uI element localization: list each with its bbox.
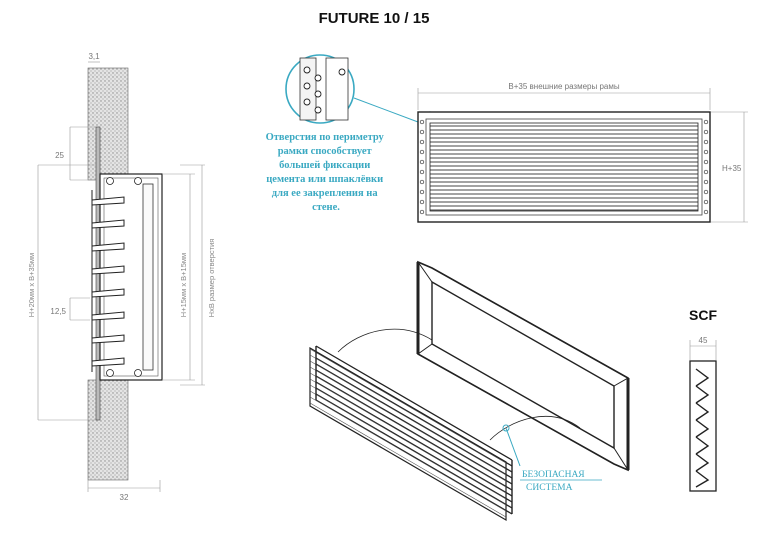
- scf-title: SCF: [689, 307, 717, 323]
- perimeter-holes-callout: Отверстия по периметру рамки способствуе…: [266, 54, 443, 213]
- drawing-title: FUTURE 10 / 15: [319, 10, 430, 27]
- blade-profiles: [91, 196, 125, 367]
- section-view: 3,1 25 12,5 32 H+20мм x B+35мм H+15мм x …: [27, 52, 216, 502]
- dim-upper: 25: [55, 151, 64, 160]
- scf-width-label: 45: [699, 336, 708, 345]
- callout-note: Отверстия по периметру рамки способствуе…: [266, 132, 387, 213]
- front-view: B+35 внешние размеры рамы H+35: [417, 82, 748, 223]
- front-width-label: B+35 внешние размеры рамы: [508, 82, 619, 91]
- safety-system-label: БЕЗОПАСНАЯ СИСТЕМА: [522, 470, 587, 493]
- dim-opening: HxB размер отверстия: [207, 239, 216, 318]
- dim-outer-height: H+20мм x B+35мм: [27, 253, 36, 317]
- scf-profile: SCF 45: [689, 307, 717, 492]
- wall-lower: [87, 379, 129, 481]
- wall-upper: [87, 67, 129, 181]
- scf-blades: [695, 368, 710, 488]
- grille-panel: [309, 345, 513, 522]
- dim-inner-height: H+15мм x B+15мм: [179, 253, 188, 317]
- dim-bottom: 32: [120, 493, 129, 502]
- isometric-view: БЕЗОПАСНАЯ СИСТЕМА: [309, 260, 630, 522]
- dim-pitch: 12,5: [50, 307, 66, 316]
- front-height-label: H+35: [722, 164, 742, 173]
- grille-blades: [429, 122, 699, 212]
- dim-top: 3,1: [88, 52, 100, 61]
